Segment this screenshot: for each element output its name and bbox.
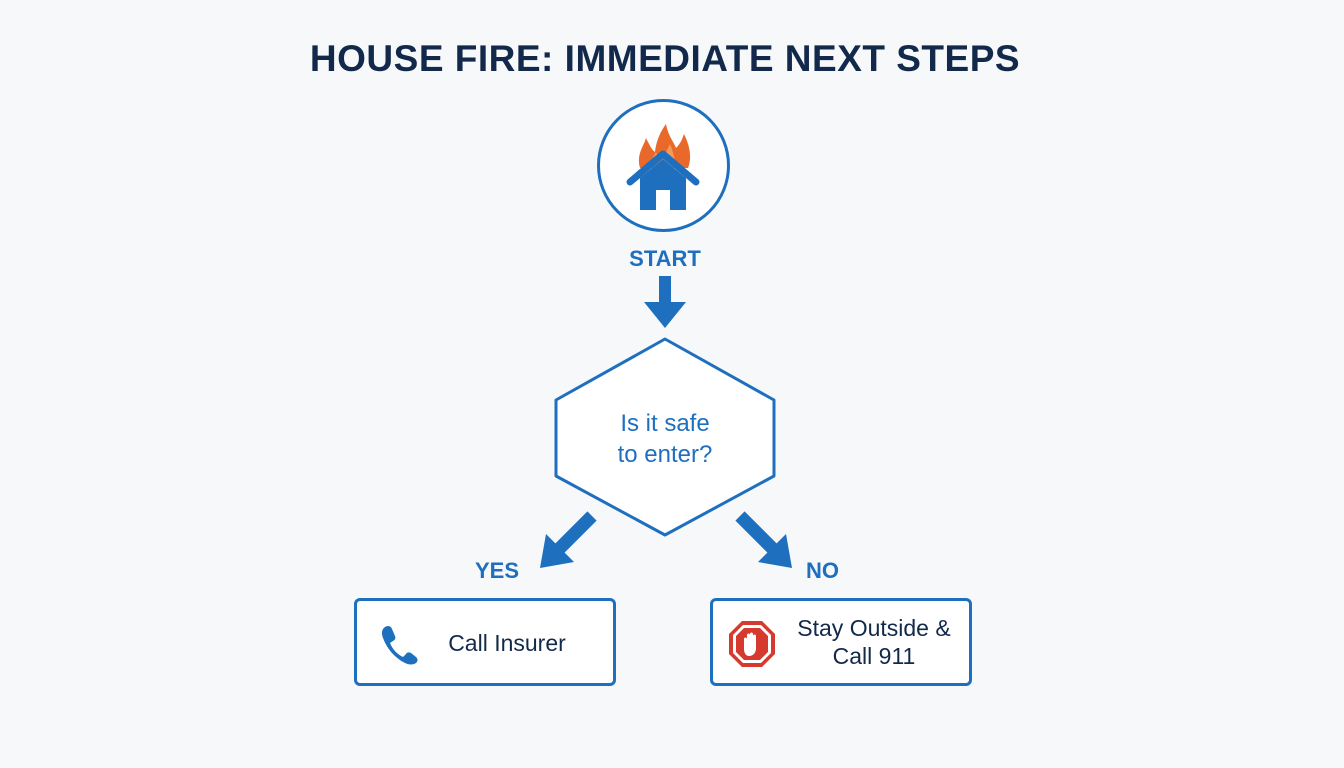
decision-line-1: Is it safe bbox=[620, 410, 710, 437]
stop-hand-icon bbox=[729, 621, 775, 667]
arrow-down bbox=[644, 276, 686, 328]
phone-icon bbox=[381, 625, 418, 665]
arrow-no bbox=[735, 511, 792, 568]
start-node bbox=[597, 99, 730, 232]
outcome-text-yes: Call Insurer bbox=[448, 630, 566, 656]
outcome-stay-outside: Stay Outside & Call 911 bbox=[710, 598, 972, 686]
decision-node bbox=[554, 337, 776, 537]
page-title: HOUSE FIRE: IMMEDIATE NEXT STEPS bbox=[309, 38, 1021, 79]
arrow-yes bbox=[540, 511, 597, 568]
outcome-no-line-1: Stay Outside & bbox=[797, 615, 951, 641]
decision-line-2: to enter? bbox=[617, 441, 713, 468]
outcome-call-insurer: Call Insurer bbox=[354, 598, 616, 686]
house-fire-icon bbox=[626, 124, 700, 210]
outcome-no-line-2: Call 911 bbox=[832, 643, 916, 669]
outcome-text-no: Stay Outside & Call 911 bbox=[781, 614, 967, 670]
branch-label-no: NO bbox=[806, 558, 839, 583]
start-label: START bbox=[629, 246, 701, 271]
decision-question: Is it safe to enter? bbox=[575, 408, 755, 470]
branch-label-yes: YES bbox=[475, 558, 520, 583]
